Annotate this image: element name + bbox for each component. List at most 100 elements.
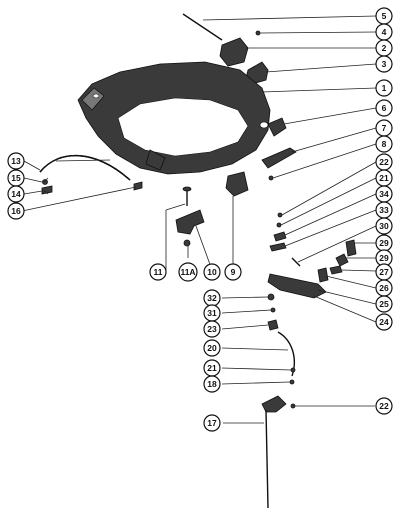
part-27-spring bbox=[329, 265, 343, 275]
svg-text:18: 18 bbox=[207, 379, 217, 389]
callout-21-lower: 21 bbox=[203, 359, 221, 377]
callout-6: 6 bbox=[375, 99, 393, 117]
callout-22-upper: 22 bbox=[375, 153, 393, 171]
svg-text:10: 10 bbox=[207, 267, 217, 277]
svg-text:22: 22 bbox=[379, 157, 389, 167]
part-21-washer bbox=[276, 222, 282, 228]
part-26-bracket bbox=[317, 267, 329, 283]
svg-text:2: 2 bbox=[382, 43, 387, 53]
svg-text:5: 5 bbox=[382, 11, 387, 21]
part-14-fitting bbox=[41, 185, 53, 195]
svg-text:1: 1 bbox=[382, 83, 387, 93]
svg-text:3: 3 bbox=[382, 59, 387, 69]
part-11a-nut bbox=[183, 239, 191, 247]
callout-7: 7 bbox=[375, 119, 393, 137]
callout-27: 27 bbox=[375, 263, 393, 281]
part-7-latch bbox=[261, 147, 297, 169]
callout-15: 15 bbox=[7, 169, 25, 187]
svg-text:15: 15 bbox=[11, 173, 21, 183]
callout-1: 1 bbox=[375, 79, 393, 97]
callout-21-upper: 21 bbox=[375, 169, 393, 187]
part-33-link bbox=[269, 242, 287, 252]
part-22-washer-b bbox=[290, 403, 296, 409]
callout-16: 16 bbox=[7, 202, 25, 220]
callout-30: 30 bbox=[375, 217, 393, 235]
svg-text:23: 23 bbox=[207, 324, 217, 334]
svg-text:32: 32 bbox=[207, 293, 217, 303]
part-17-shaft bbox=[265, 409, 269, 509]
callout-32: 32 bbox=[203, 289, 221, 307]
svg-text:29: 29 bbox=[379, 238, 389, 248]
part-29-plate bbox=[345, 239, 357, 257]
callout-3: 3 bbox=[375, 55, 393, 73]
part-6-clip bbox=[267, 117, 287, 137]
svg-text:25: 25 bbox=[379, 299, 389, 309]
part-21-washer-b bbox=[290, 367, 296, 373]
part-1-cowl-base bbox=[77, 61, 271, 175]
callout-5: 5 bbox=[375, 7, 393, 25]
svg-text:13: 13 bbox=[11, 156, 21, 166]
part-23-clip bbox=[267, 319, 279, 331]
svg-text:21: 21 bbox=[207, 363, 217, 373]
svg-text:7: 7 bbox=[382, 123, 387, 133]
svg-text:8: 8 bbox=[382, 139, 387, 149]
callout-18: 18 bbox=[203, 375, 221, 393]
callout-23: 23 bbox=[203, 320, 221, 338]
part-22-washer bbox=[277, 212, 283, 218]
callout-2: 2 bbox=[375, 39, 393, 57]
callout-20: 20 bbox=[203, 339, 221, 357]
svg-text:4: 4 bbox=[382, 27, 387, 37]
callout-17: 17 bbox=[203, 414, 221, 432]
callout-8: 8 bbox=[375, 135, 393, 153]
svg-text:27: 27 bbox=[379, 267, 389, 277]
part-5-rod bbox=[182, 13, 223, 41]
part-9-block bbox=[225, 171, 249, 197]
callout-24: 24 bbox=[375, 313, 393, 331]
callout-25: 25 bbox=[375, 295, 393, 313]
svg-text:6: 6 bbox=[382, 103, 387, 113]
callout-4: 4 bbox=[375, 23, 393, 41]
callout-26: 26 bbox=[375, 279, 393, 297]
part-10-bracket bbox=[175, 209, 205, 235]
callout-11a: 11A bbox=[178, 262, 198, 282]
callout-11: 11 bbox=[149, 263, 167, 281]
svg-text:24: 24 bbox=[379, 317, 389, 327]
callout-13: 13 bbox=[7, 152, 25, 170]
part-30-spring bbox=[291, 257, 301, 267]
svg-text:20: 20 bbox=[207, 343, 217, 353]
svg-text:31: 31 bbox=[207, 308, 217, 318]
svg-text:11A: 11A bbox=[180, 267, 195, 277]
part-2-bracket bbox=[219, 37, 249, 67]
svg-text:14: 14 bbox=[11, 189, 21, 199]
part-18-pin bbox=[289, 379, 295, 385]
svg-text:33: 33 bbox=[379, 205, 389, 215]
callout-29-a: 29 bbox=[375, 234, 393, 252]
svg-text:34: 34 bbox=[379, 189, 389, 199]
leader-lines bbox=[21, 15, 377, 424]
svg-text:9: 9 bbox=[231, 267, 236, 277]
callout-34: 34 bbox=[375, 185, 393, 203]
part-8-pin bbox=[268, 175, 274, 181]
callout-9: 9 bbox=[224, 263, 242, 281]
part-15-clamp bbox=[42, 179, 48, 185]
part-34-clip bbox=[273, 231, 287, 242]
svg-text:17: 17 bbox=[207, 418, 217, 428]
part-16-clamp bbox=[133, 181, 143, 191]
svg-text:22: 22 bbox=[379, 401, 389, 411]
part-17-lever bbox=[261, 395, 287, 413]
svg-text:16: 16 bbox=[11, 206, 21, 216]
part-13-hose-core bbox=[39, 154, 131, 181]
part-32-bushing bbox=[267, 293, 275, 301]
svg-text:29: 29 bbox=[379, 253, 389, 263]
callout-22-lower: 22 bbox=[375, 397, 393, 415]
part-11-bolt-head bbox=[182, 186, 192, 192]
part-4-screw bbox=[255, 30, 261, 36]
part-24-handle bbox=[267, 273, 327, 299]
callout-33: 33 bbox=[375, 201, 393, 219]
callout-31: 31 bbox=[203, 304, 221, 322]
svg-text:26: 26 bbox=[379, 283, 389, 293]
part-29-plate-b bbox=[335, 253, 349, 267]
part-31-washer bbox=[270, 307, 276, 313]
callout-14: 14 bbox=[7, 185, 25, 203]
